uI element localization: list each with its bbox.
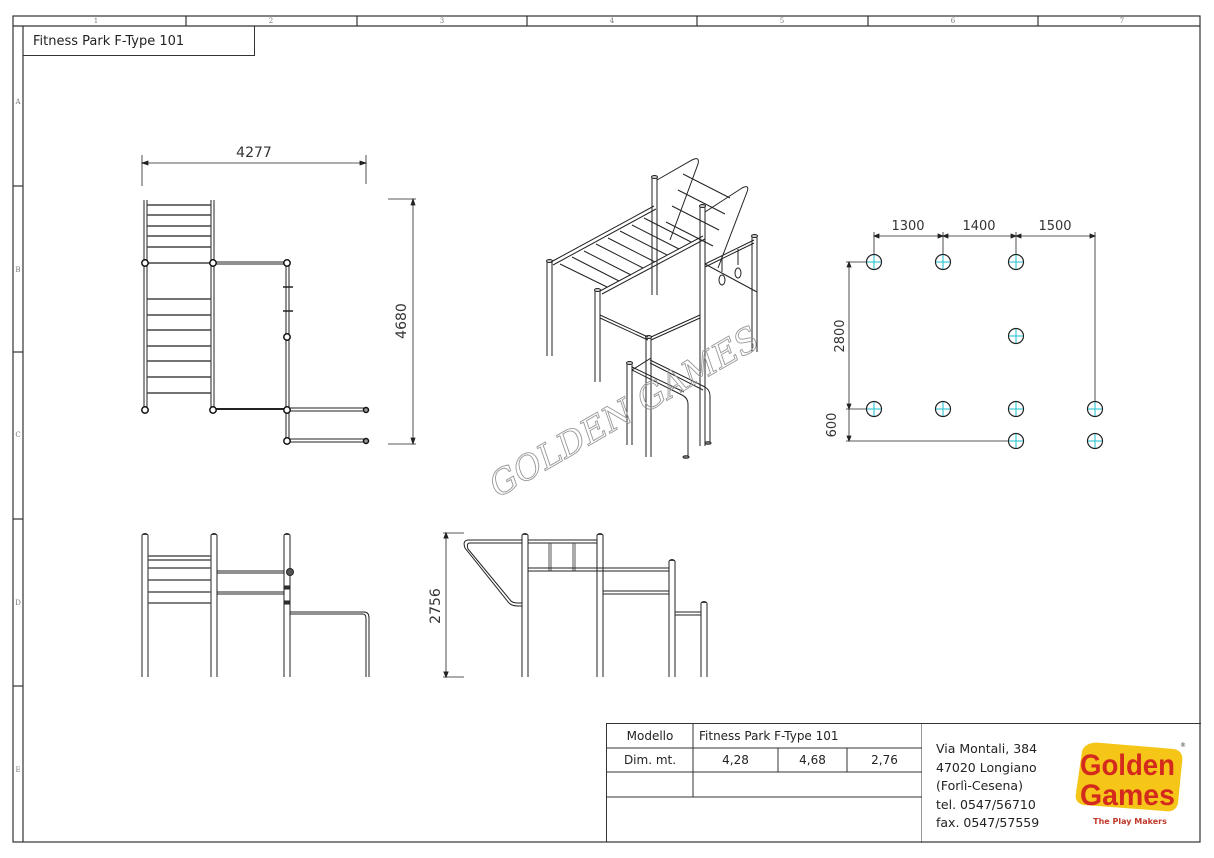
col-label: 4 <box>610 17 615 25</box>
row-label: A <box>14 98 21 106</box>
address-line: 47020 Longiano <box>936 759 1037 775</box>
foundation-post-marker <box>934 253 952 271</box>
col-label: 5 <box>780 17 784 25</box>
logo-background <box>1075 742 1183 812</box>
golden-games-logo: Golden Games ® The Play Makers <box>1075 742 1186 826</box>
fax: fax. 0547/57559 <box>936 815 1040 830</box>
spacing-y-label: 2800 <box>833 319 848 352</box>
col-label: 6 <box>951 17 956 25</box>
watermark: GOLDEN GAMES <box>482 318 767 506</box>
front-elevation <box>141 533 370 677</box>
row-label: C <box>15 431 20 439</box>
foundation-post-marker <box>865 253 883 271</box>
plan-posts <box>141 259 370 445</box>
logo-tagline: The Play Makers <box>1093 817 1167 826</box>
dimension-width <box>140 155 368 186</box>
dim-length: 4,28 <box>722 753 749 767</box>
col-label: 2 <box>269 17 273 25</box>
col-label: 7 <box>1120 17 1124 25</box>
foundation-post-marker <box>1007 432 1025 450</box>
sheet-title-box: Fitness Park F-Type 101 <box>23 26 255 56</box>
address-line: (Forlì-Cesena) <box>936 778 1023 793</box>
spacing-y-label: 600 <box>825 413 840 438</box>
foundation-post-marker <box>1007 253 1025 271</box>
foundation-post-marker <box>1086 400 1104 418</box>
spacing-x-label: 1400 <box>962 219 995 234</box>
row-label: E <box>15 766 20 774</box>
dim-height: 2,76 <box>871 753 898 767</box>
plan-view <box>140 155 416 446</box>
col-label: 1 <box>94 17 98 25</box>
spacing-x-label: 1300 <box>891 219 924 234</box>
height-dimension-label: 2756 <box>428 588 444 624</box>
foundation-posts <box>865 253 1104 450</box>
phone: tel. 0547/56710 <box>936 796 1036 812</box>
depth-dimension-label: 4680 <box>394 303 410 339</box>
width-dimension-label: 4277 <box>236 145 272 161</box>
foundation-plan <box>846 232 1097 443</box>
dim-label: Dim. mt. <box>623 753 677 767</box>
sheet-frame <box>12 15 1201 843</box>
title-block: Modello Fitness Park F-Type 101 Dim. mt.… <box>606 723 1201 843</box>
row-label: B <box>15 266 20 274</box>
foundation-post-marker <box>934 400 952 418</box>
col-label: 3 <box>440 17 444 25</box>
spacing-x-label: 1500 <box>1038 219 1071 234</box>
foundation-post-marker <box>865 400 883 418</box>
isometric-view <box>546 158 758 459</box>
logo-line2: Games <box>1080 779 1175 812</box>
iso-monkey-bars <box>550 158 758 295</box>
dimension-depth <box>388 197 416 446</box>
row-label: D <box>15 599 21 607</box>
foundation-post-marker <box>1007 327 1025 345</box>
iso-posts <box>546 175 758 457</box>
watermark-text: GOLDEN GAMES <box>483 319 767 506</box>
title-block-grid <box>607 724 922 843</box>
address-line: Via Montali, 384 <box>936 741 1038 756</box>
foundation-post-marker <box>1086 432 1104 450</box>
sheet-title: Fitness Park F-Type 101 <box>33 34 185 49</box>
foundation-dimension-labels: 1300 1400 1500 2800 600 <box>825 219 1072 437</box>
iso-lower-bars <box>599 314 712 459</box>
logo-line1: Golden <box>1080 749 1175 782</box>
model-label: Modello <box>626 729 674 743</box>
logo-registered-mark: ® <box>1180 742 1186 749</box>
side-elevation <box>443 531 708 679</box>
grid-labels: 1 2 3 4 5 6 7 A B C D E <box>14 17 1124 774</box>
company-address: Via Montali, 384 47020 Longiano (Forlì-C… <box>936 740 1039 833</box>
foundation-post-marker <box>1007 400 1025 418</box>
model-value: Fitness Park F-Type 101 <box>699 729 839 743</box>
dim-width: 4,68 <box>799 753 826 767</box>
